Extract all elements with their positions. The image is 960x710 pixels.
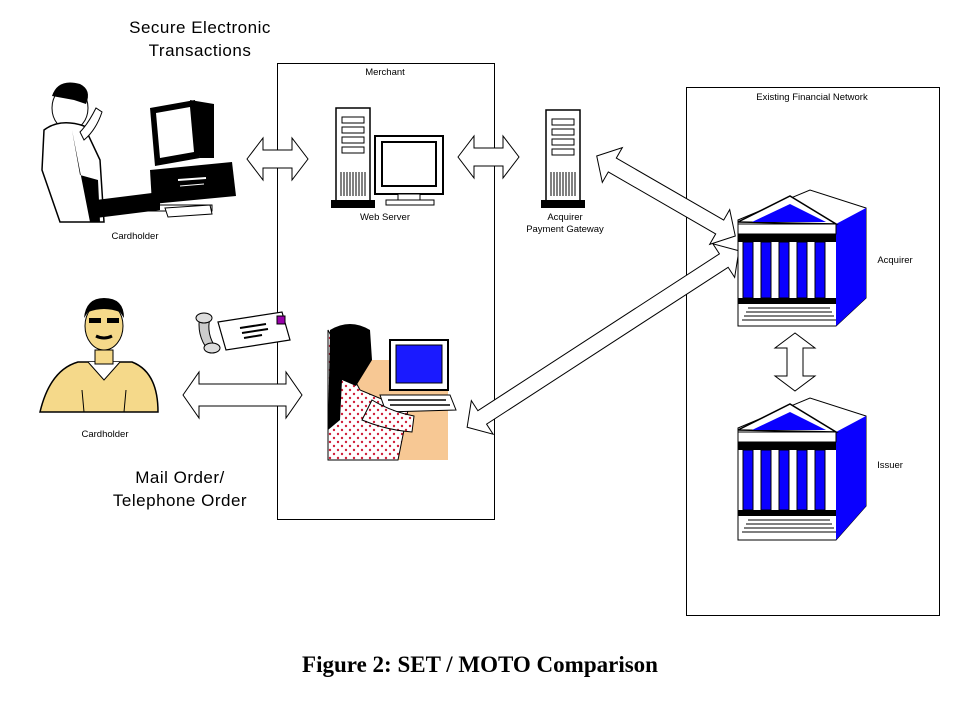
set-arrow-left <box>246 136 309 182</box>
moto-arrow <box>182 370 303 420</box>
gateway-label: Acquirer Payment Gateway <box>526 212 604 235</box>
merchant-label: Merchant <box>365 67 405 78</box>
issuer-label: Issuer <box>877 460 903 471</box>
cardholder-set-label: Cardholder <box>111 231 159 242</box>
server-icon <box>331 107 444 208</box>
financial-network-label: Existing Financial Network <box>756 92 868 103</box>
figure-caption: Figure 2: SET / MOTO Comparison <box>302 652 658 677</box>
issuer-bank-icon <box>737 397 867 541</box>
merchant-box <box>277 63 495 520</box>
cardholder-moto-label: Cardholder <box>81 429 129 440</box>
gateway-acquirer-arrow <box>596 146 736 246</box>
financial-network-box <box>686 87 940 616</box>
moto-title: Mail Order/ Telephone Order <box>112 468 248 510</box>
acquirer-label: Acquirer <box>877 255 913 266</box>
bank-icon <box>737 189 867 327</box>
computer-user-icon <box>41 82 236 223</box>
phone-icon <box>195 312 221 354</box>
gateway-server-icon <box>541 109 585 208</box>
merchant-gateway-arrow <box>457 134 520 180</box>
set-title: Secure Electronic Transactions <box>129 18 271 60</box>
acquirer-issuer-arrow <box>773 332 817 392</box>
moto-cardholder-icon <box>39 298 159 413</box>
operator-acquirer-arrow <box>466 242 740 436</box>
envelope-icon <box>217 311 291 351</box>
web-server-label: Web Server <box>360 212 410 223</box>
operator-icon <box>327 324 457 461</box>
